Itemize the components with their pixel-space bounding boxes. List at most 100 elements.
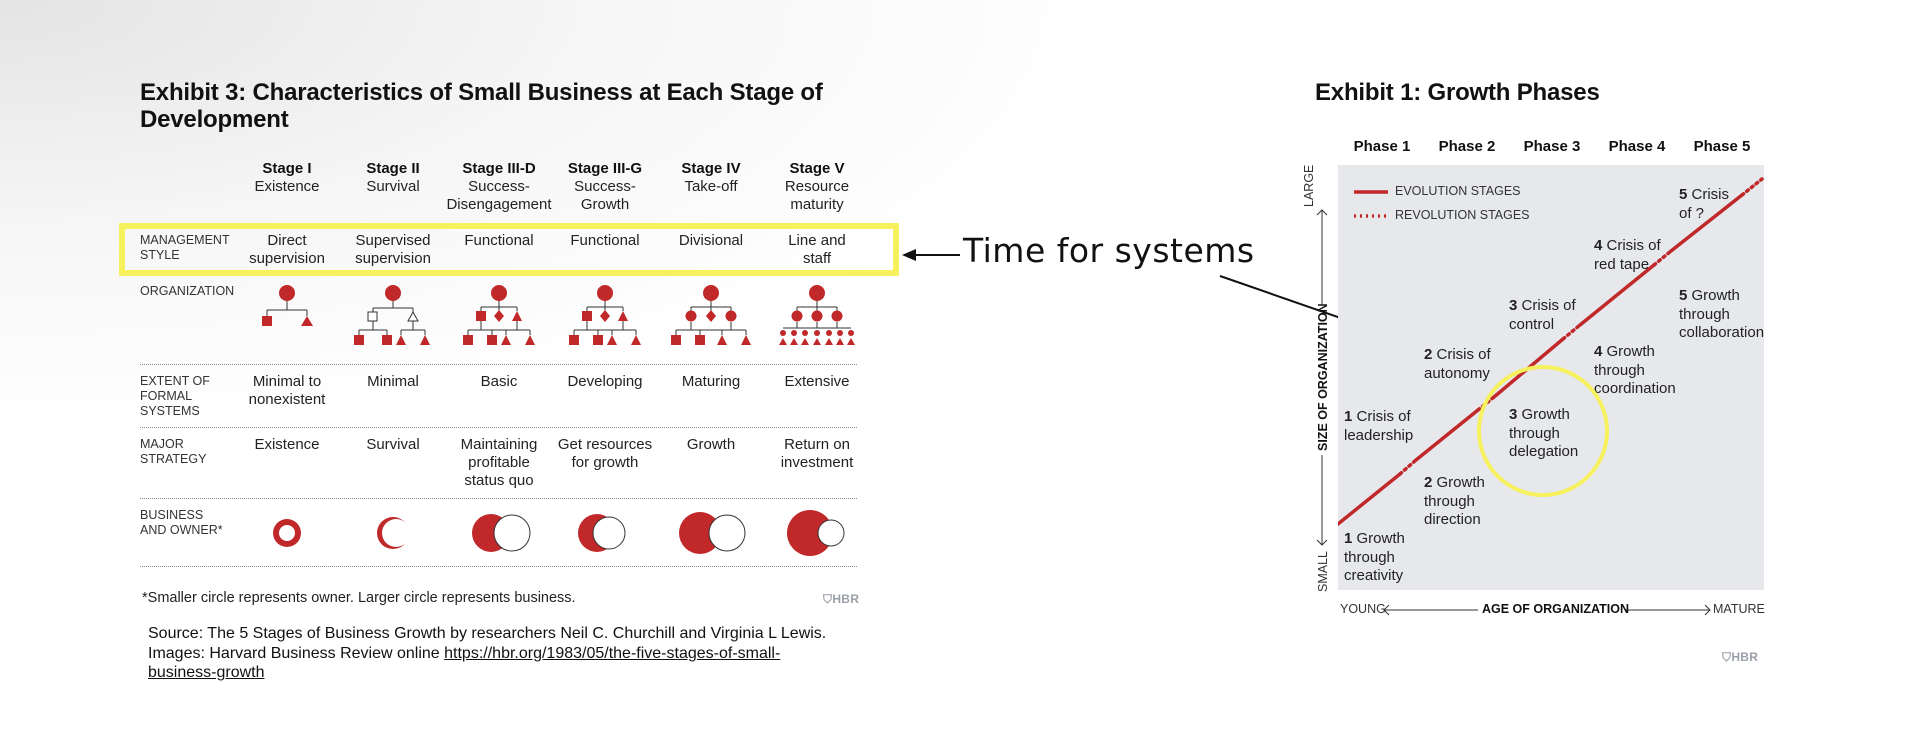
revolution-segment-3 <box>1561 323 1582 341</box>
stage-subtitle: Take-off <box>684 178 738 195</box>
org-chart-stage-3g <box>569 285 641 345</box>
cell-management-4: Functional <box>570 232 640 249</box>
crisis-label-1: 1 Crisis of leadership <box>1344 408 1414 444</box>
divider <box>140 427 857 428</box>
source-line-1: Source: The 5 Stages of Business Growth … <box>148 625 827 642</box>
circles-stage-2 <box>377 517 410 549</box>
source-text: Source: The 5 Stages of Business Growth … <box>148 624 868 683</box>
circles-stage-6 <box>787 510 845 556</box>
cell-management-2: Supervised supervision <box>355 232 431 267</box>
stage-subtitle: Resource maturity <box>784 178 850 213</box>
evolution-segment-1 <box>1338 472 1402 526</box>
cell-strategy-2: Survival <box>366 436 420 453</box>
stage-name: Stage IV <box>681 160 741 177</box>
org-chart-stage-5 <box>779 285 855 345</box>
growth-label-4: 4 Growth through coordination <box>1594 343 1676 397</box>
cell-management-3: Functional <box>464 232 534 249</box>
cell-systems-3: Basic <box>480 373 518 390</box>
cell-management-6: Line and staff <box>788 232 846 267</box>
hbr-logo-left: ⛉HBR <box>823 592 859 607</box>
row-label-business-owner: BUSINESS AND OWNER* <box>140 508 223 537</box>
cell-systems-5: Maturing <box>681 373 741 390</box>
x-axis-arrows <box>1383 604 1711 616</box>
legend-revolution: REVOLUTION STAGES <box>1395 208 1530 222</box>
circles-stage-3 <box>472 514 531 552</box>
stage-name: Stage II <box>366 160 420 177</box>
stage-subtitle: Existence <box>254 178 320 195</box>
x-axis-label: AGE OF ORGANIZATION <box>1482 602 1629 616</box>
row-label-organization: ORGANIZATION <box>140 284 235 298</box>
y-axis-arrows <box>1316 209 1328 546</box>
stage-subtitle: Success- Disengagement <box>446 178 552 213</box>
phase-2: Phase 2 <box>1438 138 1496 155</box>
row-label-management-style: MANAGEMENT STYLE <box>140 233 230 262</box>
cell-management-1: Direct supervision <box>249 232 325 267</box>
legend-evolution: EVOLUTION STAGES <box>1395 184 1521 198</box>
source-link[interactable]: https://hbr.org/1983/05/the-five-stages-… <box>444 644 781 662</box>
org-charts <box>262 285 855 345</box>
cell-systems-1: Minimal to nonexistent <box>248 373 326 408</box>
cell-systems-6: Extensive <box>784 373 850 390</box>
y-axis-label: SIZE OF ORGANIZATION <box>1316 303 1330 451</box>
cell-systems-4: Developing <box>567 373 643 390</box>
phase-5: Phase 5 <box>1693 138 1751 155</box>
stage-subtitle: Survival <box>366 178 420 195</box>
cell-strategy-5: Growth <box>686 436 736 453</box>
highlight-circle <box>1477 365 1609 497</box>
crisis-label-3: 3 Crisis of control <box>1509 297 1576 333</box>
crisis-label-4: 4 Crisis of red tape <box>1594 237 1661 273</box>
phase-4: Phase 4 <box>1608 138 1666 155</box>
row-label-formal-systems: EXTENT OF FORMAL SYSTEMS <box>140 374 210 418</box>
hbr-text: HBR <box>1731 650 1759 664</box>
revolution-segment-5 <box>1740 177 1764 197</box>
circles-stage-4 <box>578 514 626 552</box>
divider <box>140 498 857 499</box>
stage-name: Stage III-D <box>462 160 536 177</box>
circles-stage-5 <box>679 512 746 554</box>
cell-strategy-1: Existence <box>254 436 320 453</box>
phase-3: Phase 3 <box>1523 138 1581 155</box>
growth-curve <box>1338 177 1764 526</box>
exhibit-1-title: Exhibit 1: Growth Phases <box>1315 79 1600 106</box>
crisis-label-5: 5 Crisis of ? <box>1679 186 1730 222</box>
business-owner-circles <box>273 510 845 556</box>
footnote: *Smaller circle represents owner. Larger… <box>142 590 576 606</box>
x-axis-young: YOUNG <box>1340 602 1386 616</box>
org-chart-stage-2 <box>354 285 430 345</box>
org-chart-stage-1 <box>262 285 313 326</box>
row-label-major-strategy: MAJOR STRATEGY <box>140 437 207 466</box>
source-link-cont[interactable]: business-growth <box>148 664 265 681</box>
y-axis-small: SMALL <box>1316 551 1330 592</box>
stage-name: Stage V <box>789 160 845 177</box>
phase-1: Phase 1 <box>1353 138 1411 155</box>
growth-label-2: 2 Growth through direction <box>1424 474 1485 528</box>
hbr-logo-right: ⛉HBR <box>1722 650 1758 665</box>
circles-stage-1 <box>273 519 301 547</box>
highlight-box <box>119 223 899 276</box>
divider <box>140 566 857 567</box>
cell-strategy-4: Get resources for growth <box>557 436 653 471</box>
cell-strategy-6: Return on investment <box>780 436 854 471</box>
growth-label-1: 1 Growth through creativity <box>1344 530 1405 584</box>
evolution-segment-2 <box>1414 408 1480 462</box>
cell-strategy-3: Maintaining profitable status quo <box>460 436 538 489</box>
stage-subtitle: Success- Growth <box>574 178 636 213</box>
revolution-segment-4 <box>1652 249 1673 267</box>
revolution-segment-1 <box>1398 458 1418 476</box>
stage-name: Stage I <box>262 160 312 177</box>
cell-management-5: Divisional <box>678 232 744 249</box>
source-line-3: business-growth <box>148 663 868 683</box>
y-axis-large: LARGE <box>1302 164 1316 207</box>
annotation-text: Time for systems <box>963 231 1255 270</box>
cell-systems-2: Minimal <box>367 373 419 390</box>
org-chart-stage-3d <box>463 285 535 345</box>
org-chart-stage-4 <box>671 285 751 345</box>
growth-label-5: 5 Growth through collaboration <box>1679 287 1765 341</box>
source-line-2: Images: Harvard Business Review online h… <box>148 644 868 664</box>
